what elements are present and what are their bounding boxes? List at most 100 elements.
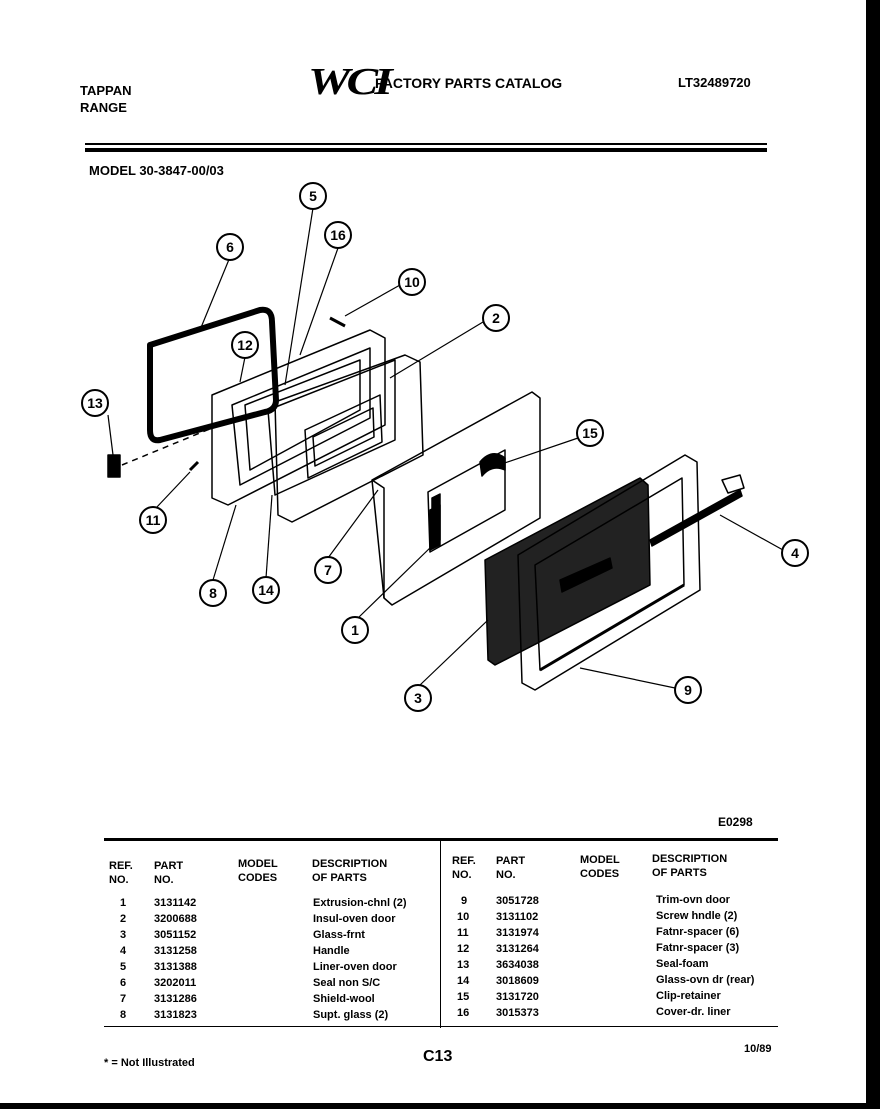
left-part: 3131388 <box>154 961 197 973</box>
right-part: 3131720 <box>496 991 539 1003</box>
svg-text:12: 12 <box>237 337 253 353</box>
svg-text:15: 15 <box>582 425 598 441</box>
right-part: 3051728 <box>496 895 539 907</box>
callout-13: 13 <box>81 389 109 417</box>
callout-9: 9 <box>674 676 702 704</box>
left-ref: 7 <box>120 993 127 1005</box>
left-desc: Shield-wool <box>313 993 375 1005</box>
left-ref: 1 <box>120 897 127 909</box>
left-ref: 5 <box>120 961 127 973</box>
right-ref: 14 <box>457 975 470 987</box>
left-desc: Glass-frnt <box>313 929 365 941</box>
left-desc: Liner-oven door <box>313 961 397 973</box>
svg-text:16: 16 <box>330 227 346 243</box>
scan-border <box>866 0 880 1109</box>
svg-text:13: 13 <box>87 395 103 411</box>
right-part: 3131264 <box>496 943 539 955</box>
right-ref: 15 <box>457 991 470 1003</box>
left-ref: 3 <box>120 929 127 941</box>
part-foam-seal <box>107 454 121 478</box>
catalog-title: FACTORY PARTS CATALOG <box>375 75 563 91</box>
left-ref: 6 <box>120 977 127 989</box>
callout-14: 14 <box>252 576 280 604</box>
left-part: 3131142 <box>154 897 197 909</box>
footnote: * = Not Illustrated <box>104 1057 195 1069</box>
svg-text:7: 7 <box>324 562 332 578</box>
th-ref-no-right: REF.NO. <box>452 855 476 881</box>
document-number: LT32489720 <box>678 75 751 90</box>
right-desc: Clip-retainer <box>656 990 721 1002</box>
catalog-page: TAPPAN RANGE WCI FACTORY PARTS CATALOG L… <box>0 0 866 1103</box>
right-part: 3131974 <box>496 927 539 939</box>
callout-12: 12 <box>231 331 259 359</box>
callout-7: 7 <box>314 556 342 584</box>
svg-text:11: 11 <box>146 512 161 528</box>
wci-logo: WCI <box>308 61 393 103</box>
callout-1: 1 <box>341 616 369 644</box>
callout-2: 2 <box>482 304 510 332</box>
revision-date: 10/89 <box>744 1043 772 1055</box>
table-top-rule <box>104 838 778 841</box>
brand-label: TAPPAN RANGE <box>80 82 132 116</box>
part-insulation <box>274 354 424 523</box>
right-part: 3634038 <box>496 959 539 971</box>
right-ref: 11 <box>457 927 469 939</box>
left-part: 3131823 <box>154 1009 197 1021</box>
right-desc: Trim-ovn door <box>656 894 730 906</box>
left-desc: Extrusion-chnl (2) <box>313 897 407 909</box>
part-handle <box>649 474 745 547</box>
callout-11: 11 <box>139 506 167 534</box>
right-part: 3018609 <box>496 975 539 987</box>
table-bottom-rule <box>104 1026 778 1027</box>
left-part: 3200688 <box>154 913 197 925</box>
callout-6: 6 <box>216 233 244 261</box>
model-line: MODEL 30-3847-00/03 <box>89 163 224 178</box>
callout-10: 10 <box>398 268 426 296</box>
right-desc: Fatnr-spacer (6) <box>656 926 740 938</box>
part-spacer <box>188 460 200 472</box>
leader-lines <box>107 207 784 689</box>
right-desc: Seal-foam <box>656 958 709 970</box>
left-part: 3051152 <box>154 929 197 941</box>
left-part: 3202011 <box>154 977 197 989</box>
brand-line-2: RANGE <box>80 100 127 115</box>
right-ref: 13 <box>457 959 470 971</box>
header-rule-thick <box>85 148 767 152</box>
th-ref-no-left: REF.NO. <box>109 860 133 886</box>
part-front-glass <box>484 477 651 666</box>
right-part: 3131102 <box>496 911 539 923</box>
right-desc: Screw hndle (2) <box>656 910 738 922</box>
svg-text:3: 3 <box>414 690 422 706</box>
right-desc: Cover-dr. liner <box>656 1006 731 1018</box>
svg-text:9: 9 <box>684 682 692 698</box>
callout-4: 4 <box>781 539 809 567</box>
svg-text:10: 10 <box>404 274 420 290</box>
part-liner <box>211 329 386 506</box>
left-desc: Seal non S/C <box>313 977 381 989</box>
left-part: 3131258 <box>154 945 197 957</box>
svg-text:8: 8 <box>209 585 217 601</box>
left-desc: Supt. glass (2) <box>313 1009 389 1021</box>
table-divider <box>440 840 441 1028</box>
left-ref: 8 <box>120 1009 127 1021</box>
figure-code: E0298 <box>718 815 753 829</box>
callout-3: 3 <box>404 684 432 712</box>
part-trim-door <box>517 454 701 691</box>
callout-16: 16 <box>324 221 352 249</box>
brand-line-1: TAPPAN <box>80 83 132 98</box>
right-desc: Fatnr-spacer (3) <box>656 942 740 954</box>
callout-circles: 6 5 16 10 2 12 13 15 11 8 14 7 1 4 3 9 <box>81 182 809 712</box>
part-rear-glass <box>267 359 396 496</box>
page-number: C13 <box>423 1048 453 1065</box>
svg-text:14: 14 <box>258 582 274 598</box>
svg-text:1: 1 <box>351 622 359 638</box>
right-part: 3015373 <box>496 1007 539 1019</box>
right-ref: 9 <box>461 895 468 907</box>
callout-5: 5 <box>299 182 327 210</box>
